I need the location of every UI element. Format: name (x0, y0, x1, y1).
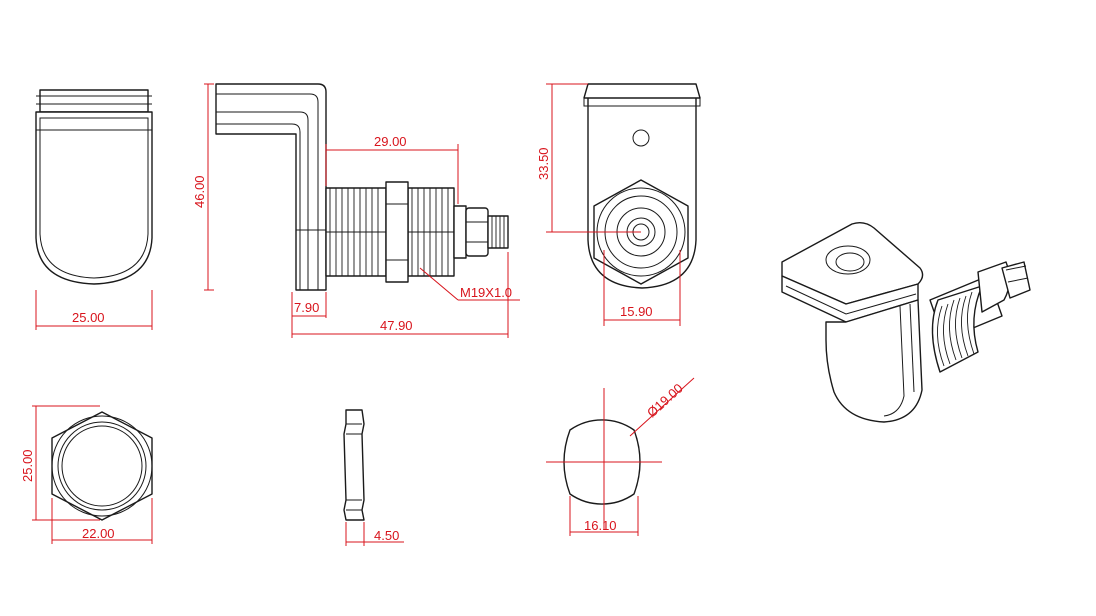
rear-width-label: 15.90 (620, 304, 653, 319)
front-width-label: 25.00 (72, 310, 105, 325)
rear-height-label: 33.50 (536, 147, 551, 180)
isometric-view (781, 221, 1031, 423)
thread-lines (326, 188, 454, 276)
cut-diameter-label: Ø19.00 (644, 381, 686, 421)
thread-length-label: 29.00 (374, 134, 407, 149)
cutout-view (546, 388, 662, 530)
front-view (35, 89, 153, 285)
side-view (215, 83, 509, 291)
side-height-label: 46.00 (192, 175, 207, 208)
nut-height-label: 25.00 (20, 449, 35, 482)
nut-thickness-label: 4.50 (374, 528, 399, 543)
thread-spec-label: M19X1.0 (460, 285, 512, 300)
rear-dimensions: 33.50 15.90 (536, 83, 681, 326)
nut-side-view (343, 409, 365, 521)
side-dimensions: 46.00 29.00 7.90 47.90 M19X1.0 (192, 83, 520, 338)
rear-view (583, 83, 701, 289)
flange-thickness-label: 7.90 (294, 300, 319, 315)
nut-front-view (51, 411, 153, 521)
nut-front-dimensions: 25.00 22.00 (20, 405, 153, 544)
nut-side-dimensions: 4.50 (345, 522, 404, 546)
front-width-dimension: 25.00 (35, 290, 153, 330)
overall-length-label: 47.90 (380, 318, 413, 333)
cut-width-label: 16.10 (584, 518, 617, 533)
nut-flat-width-label: 22.00 (82, 526, 115, 541)
